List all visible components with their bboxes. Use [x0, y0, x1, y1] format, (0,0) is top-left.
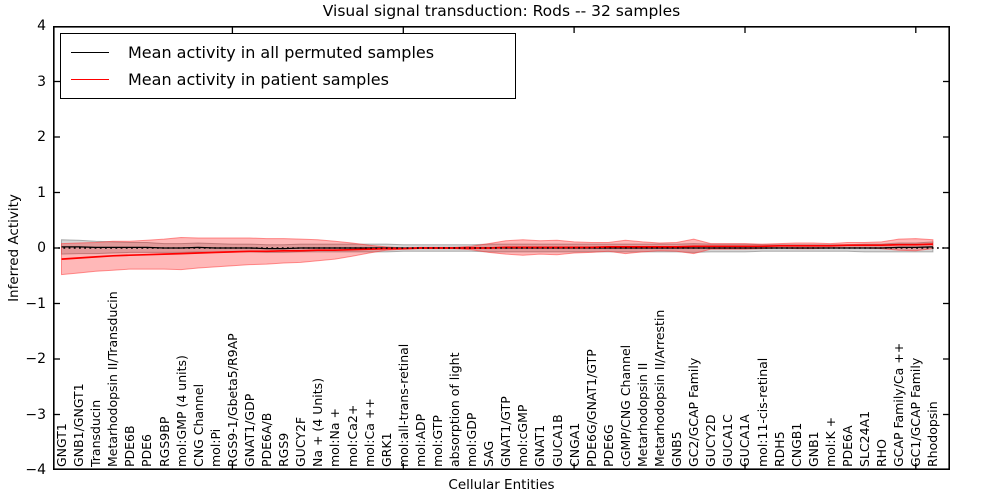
- x-tick-label: GC2/GCAP Family: [686, 357, 702, 467]
- x-tick-label: GNB5: [669, 431, 685, 467]
- x-tick-label: SAG: [481, 440, 497, 467]
- x-tick-label: mol:Pi: [207, 428, 223, 467]
- x-tick-label: absorption of light: [447, 352, 462, 467]
- x-tick-label: mol:11-cis-retinal: [754, 357, 770, 467]
- x-tick-label: GNAT1/GTP: [498, 396, 514, 467]
- y-tick-label: 1: [37, 184, 46, 201]
- x-tick-label: CNGA1: [566, 422, 582, 467]
- x-tick-label: Metarhodopsin II/Arrestin: [652, 309, 668, 467]
- x-tick-label: GUCY2D: [703, 414, 719, 467]
- x-tick-label: Metarhodopsin II/Transducin: [105, 291, 121, 467]
- x-tick-label: mol:Ca ++: [361, 398, 377, 467]
- x-tick-label: Na + (4 Units): [310, 377, 326, 467]
- y-tick-label: −1: [25, 295, 46, 312]
- x-tick-label: mol:Ca2+: [344, 404, 360, 467]
- x-tick-label: GUCA1B: [549, 414, 565, 467]
- x-tick-label: GNAT1/GDP: [241, 393, 257, 467]
- x-tick-label: RGS9BP: [156, 416, 172, 467]
- y-tick-label: −2: [25, 351, 46, 367]
- x-tick-label: RGS9: [276, 432, 292, 467]
- x-tick-label: Rhodopsin: [925, 401, 941, 467]
- y-tick-label: 2: [37, 129, 46, 145]
- x-tick-label: cGMP/CNG Channel: [617, 344, 633, 467]
- x-tick-label: mol:GTP: [429, 415, 445, 467]
- x-tick-label: GUCA1A: [737, 414, 753, 467]
- x-tick-label: PDE6B: [122, 425, 138, 467]
- x-tick-label: RGS9-1/Gbeta5/R9AP: [224, 333, 240, 467]
- x-tick-label: GNB1/GNGT1: [71, 383, 87, 467]
- y-tick-label: −4: [25, 462, 46, 478]
- x-tick-label: SLC24A1: [857, 410, 873, 467]
- x-tick-label: mol:GDP: [464, 412, 480, 467]
- plot-title: Visual signal transduction: Rods -- 32 s…: [322, 2, 681, 20]
- x-tick-label: CNGB1: [788, 422, 804, 467]
- x-tick-label: PDE6A: [839, 425, 855, 467]
- x-tick-label: GNGT1: [54, 423, 70, 467]
- x-tick-label: mol:ADP: [412, 413, 428, 467]
- y-tick-label: 4: [37, 18, 46, 34]
- x-tick-label: GRK1: [378, 432, 394, 467]
- y-tick-label: −3: [25, 406, 46, 423]
- legend-line-sample-red: [71, 79, 109, 80]
- x-tick-label: mol:Na +: [327, 408, 343, 467]
- x-tick-label: PDE6G/GNAT1/GTP: [583, 349, 599, 467]
- legend-line-sample-black: [71, 52, 109, 53]
- legend: Mean activity in all permuted samples Me…: [60, 33, 516, 99]
- legend-label-permuted: Mean activity in all permuted samples: [128, 43, 435, 62]
- x-tick-label: mol:all-trans-retinal: [395, 343, 411, 467]
- x-tick-label: GC1/GCAP Family: [908, 357, 924, 467]
- legend-entry-patient: Mean activity in patient samples: [71, 66, 505, 93]
- x-axis-label: Cellular Entities: [448, 477, 555, 493]
- x-tick-label: mol:cGMP: [515, 404, 531, 467]
- x-tick-label: GNAT1: [532, 424, 548, 467]
- x-tick-label: Metarhodopsin II: [634, 362, 650, 467]
- x-tick-label: GCAP Family/Ca ++: [891, 342, 907, 467]
- x-tick-label: GNB1: [805, 431, 821, 467]
- x-tick-label: RHO: [874, 439, 890, 467]
- legend-entry-permuted: Mean activity in all permuted samples: [71, 39, 505, 66]
- x-tick-label: PDE6: [139, 433, 155, 467]
- x-tick-label: Transducin: [88, 399, 104, 467]
- x-tick-label: GUCY2F: [293, 416, 309, 467]
- x-tick-label: mol:K +: [822, 416, 838, 467]
- x-tick-label: RDH5: [771, 431, 787, 467]
- chart-canvas: [53, 26, 950, 470]
- x-tick-label: CNG Channel: [190, 383, 206, 467]
- x-tick-label: mol:GMP (4 units): [173, 355, 189, 467]
- x-tick-label: PDE6G: [600, 424, 616, 467]
- x-tick-label: GUCA1C: [720, 414, 736, 467]
- legend-label-patient: Mean activity in patient samples: [128, 70, 389, 89]
- y-tick-label: 3: [37, 73, 46, 90]
- y-tick-label: 0: [37, 240, 46, 256]
- x-tick-label: PDE6A/B: [259, 412, 275, 467]
- y-axis-label: Inferred Activity: [6, 194, 22, 302]
